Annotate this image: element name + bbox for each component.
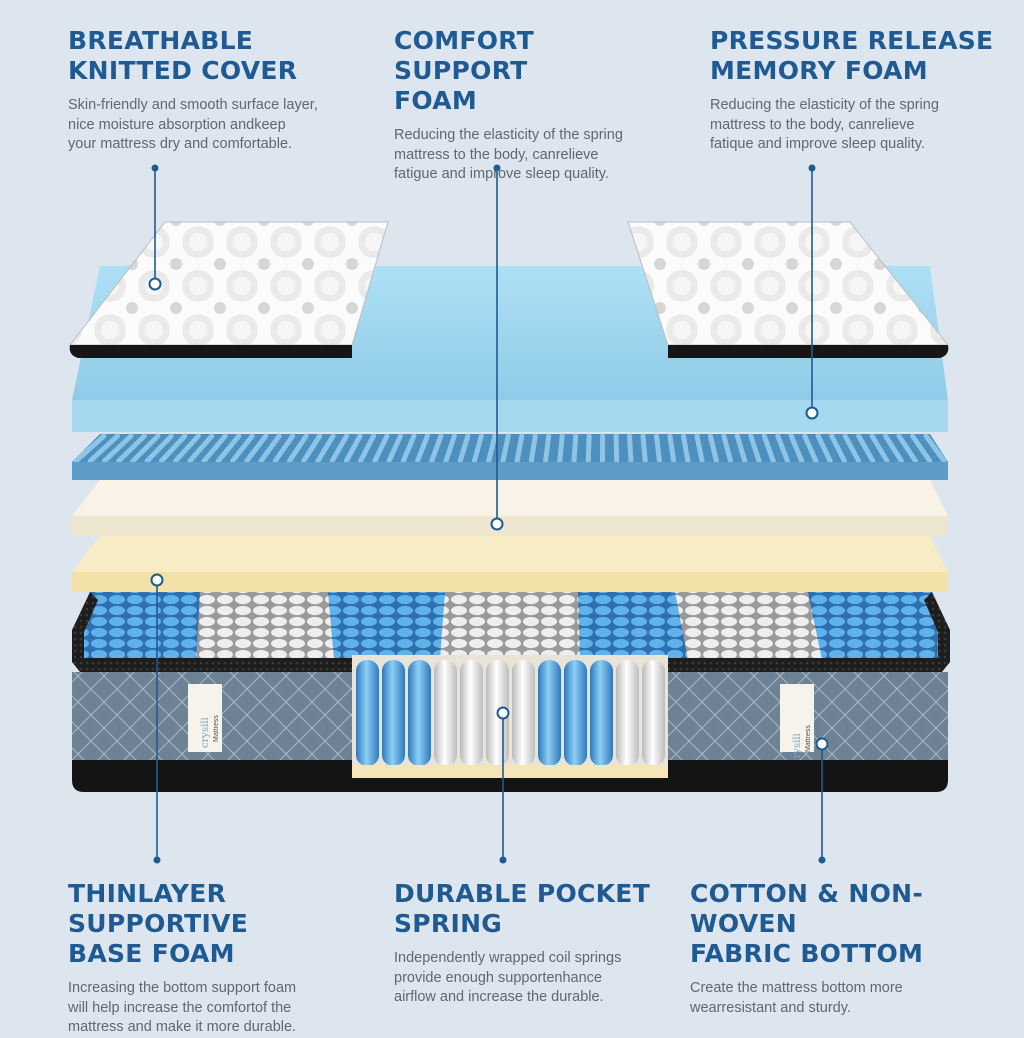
callout-dot bbox=[500, 857, 507, 864]
feature-thinlayer-supportive-base-foam: THINLAYER SUPPORTIVE BASE FOAM Increasin… bbox=[68, 879, 368, 1038]
feature-title-line: BREATHABLE bbox=[68, 26, 253, 55]
callout-dot bbox=[809, 165, 816, 172]
callout-marker bbox=[492, 519, 503, 530]
feature-title-line: SPRING bbox=[394, 909, 502, 938]
callout-marker bbox=[817, 739, 828, 750]
feature-description: Increasing the bottom support foam will … bbox=[68, 979, 368, 1038]
feature-desc-line: Reducing the elasticity of the spring bbox=[394, 127, 623, 143]
callout-marker bbox=[807, 408, 818, 419]
brand-label-text-left: crysili bbox=[200, 717, 211, 748]
pocket-coil bbox=[616, 660, 639, 766]
pocket-coil bbox=[512, 660, 535, 766]
feature-desc-line: Increasing the bottom support foam bbox=[68, 980, 296, 996]
feature-desc-line: Create the mattress bottom more bbox=[690, 980, 903, 996]
feature-desc-line: Skin-friendly and smooth surface layer, bbox=[68, 97, 318, 113]
feature-description: Create the mattress bottom more wearresi… bbox=[690, 979, 1010, 1018]
callout-marker bbox=[152, 575, 163, 586]
feature-durable-pocket-spring: DURABLE POCKET SPRING Independently wrap… bbox=[394, 879, 674, 1008]
quilted-side-panel-left: crysili Mattress bbox=[72, 672, 352, 760]
coil-base-strip bbox=[352, 765, 668, 778]
feature-title: THINLAYER SUPPORTIVE BASE FOAM bbox=[68, 879, 368, 969]
brand-label-product-right: Mattress bbox=[805, 725, 812, 752]
feature-desc-line: mattress and make it more durable. bbox=[68, 1019, 296, 1035]
foam-ridge bbox=[630, 436, 631, 461]
egg-crate-foam-layer bbox=[72, 434, 948, 480]
feature-title-line: BASE FOAM bbox=[68, 939, 235, 968]
feature-desc-line: nice moisture absorption andkeep bbox=[68, 117, 286, 133]
callout-dot bbox=[152, 165, 159, 172]
foam-ridge bbox=[616, 436, 617, 461]
feature-desc-line: provide enough supportenhance bbox=[394, 970, 602, 986]
feature-desc-line: airflow and increase the durable. bbox=[394, 989, 604, 1005]
brand-label-product-left: Mattress bbox=[213, 715, 220, 742]
feature-title-line: COMFORT SUPPORT bbox=[394, 26, 534, 85]
feature-description: Reducing the elasticity of the spring ma… bbox=[394, 126, 674, 185]
feature-title-line: THINLAYER SUPPORTIVE bbox=[68, 879, 248, 938]
feature-desc-line: Independently wrapped coil springs bbox=[394, 950, 621, 966]
feature-title: BREATHABLE KNITTED COVER bbox=[68, 26, 358, 86]
feature-title-line: FOAM bbox=[394, 86, 477, 115]
feature-breathable-knitted-cover: BREATHABLE KNITTED COVER Skin-friendly a… bbox=[68, 26, 358, 155]
feature-title-line: COTTON & NON-WOVEN bbox=[690, 879, 923, 938]
pocket-coil bbox=[408, 660, 431, 766]
memory-foam-layer bbox=[72, 480, 948, 536]
pocket-coil bbox=[434, 660, 457, 766]
quilted-side-panel-right: crysili Mattress bbox=[668, 672, 948, 764]
feature-title: DURABLE POCKET SPRING bbox=[394, 879, 674, 939]
feature-description: Skin-friendly and smooth surface layer, … bbox=[68, 96, 358, 155]
feature-title: PRESSURE RELEASE MEMORY FOAM bbox=[710, 26, 1010, 86]
foam-ridge bbox=[560, 436, 562, 461]
spring-unit-top bbox=[72, 592, 948, 660]
knitted-cover-left bbox=[70, 222, 388, 358]
feature-desc-line: mattress to the body, canrelieve bbox=[710, 117, 914, 133]
feature-title: COMFORT SUPPORT FOAM bbox=[394, 26, 674, 116]
pocket-coil bbox=[356, 660, 379, 766]
pocket-coil bbox=[642, 660, 665, 766]
pocket-coil bbox=[382, 660, 405, 766]
foam-ridge bbox=[574, 436, 576, 461]
pocket-coil bbox=[460, 660, 483, 766]
base-foam-layer bbox=[72, 536, 948, 592]
feature-desc-line: mattress to the body, canrelieve bbox=[394, 147, 598, 163]
foam-ridge bbox=[643, 436, 645, 461]
callout-dot bbox=[154, 857, 161, 864]
foam-ridge bbox=[546, 436, 549, 461]
feature-title-line: DURABLE POCKET bbox=[394, 879, 650, 908]
pocket-coil bbox=[590, 660, 613, 766]
callout-dot bbox=[819, 857, 826, 864]
feature-cotton-non-woven-fabric-bottom: COTTON & NON-WOVEN FABRIC BOTTOM Create … bbox=[690, 879, 1010, 1018]
feature-title: COTTON & NON-WOVEN FABRIC BOTTOM bbox=[690, 879, 1010, 969]
brand-label-text-right: crysili bbox=[792, 733, 803, 764]
feature-desc-line: your mattress dry and comfortable. bbox=[68, 136, 292, 152]
pocket-coil bbox=[538, 660, 561, 766]
feature-description: Reducing the elasticity of the spring ma… bbox=[710, 96, 1010, 155]
callout-marker bbox=[498, 708, 509, 719]
feature-desc-line: fatique and improve sleep quality. bbox=[710, 136, 925, 152]
foam-ridge bbox=[588, 436, 589, 461]
callout-marker bbox=[150, 279, 161, 290]
feature-pressure-release-memory-foam: PRESSURE RELEASE MEMORY FOAM Reducing th… bbox=[710, 26, 1010, 155]
feature-desc-line: fatigue and improve sleep quality. bbox=[394, 166, 609, 182]
feature-description: Independently wrapped coil springs provi… bbox=[394, 949, 674, 1008]
foam-ridge bbox=[656, 436, 659, 461]
feature-title-line: KNITTED COVER bbox=[68, 56, 297, 85]
feature-comfort-support-foam: COMFORT SUPPORT FOAM Reducing the elasti… bbox=[394, 26, 674, 185]
pocket-coil bbox=[564, 660, 587, 766]
feature-desc-line: will help increase the comfortof the bbox=[68, 1000, 291, 1016]
feature-title-line: FABRIC BOTTOM bbox=[690, 939, 923, 968]
feature-desc-line: Reducing the elasticity of the spring bbox=[710, 97, 939, 113]
feature-title-line: PRESSURE RELEASE bbox=[710, 26, 993, 55]
feature-desc-line: wearresistant and sturdy. bbox=[690, 1000, 851, 1016]
pocket-coil-cutaway bbox=[352, 655, 668, 778]
feature-title-line: MEMORY FOAM bbox=[710, 56, 928, 85]
knitted-cover-right bbox=[628, 222, 948, 358]
